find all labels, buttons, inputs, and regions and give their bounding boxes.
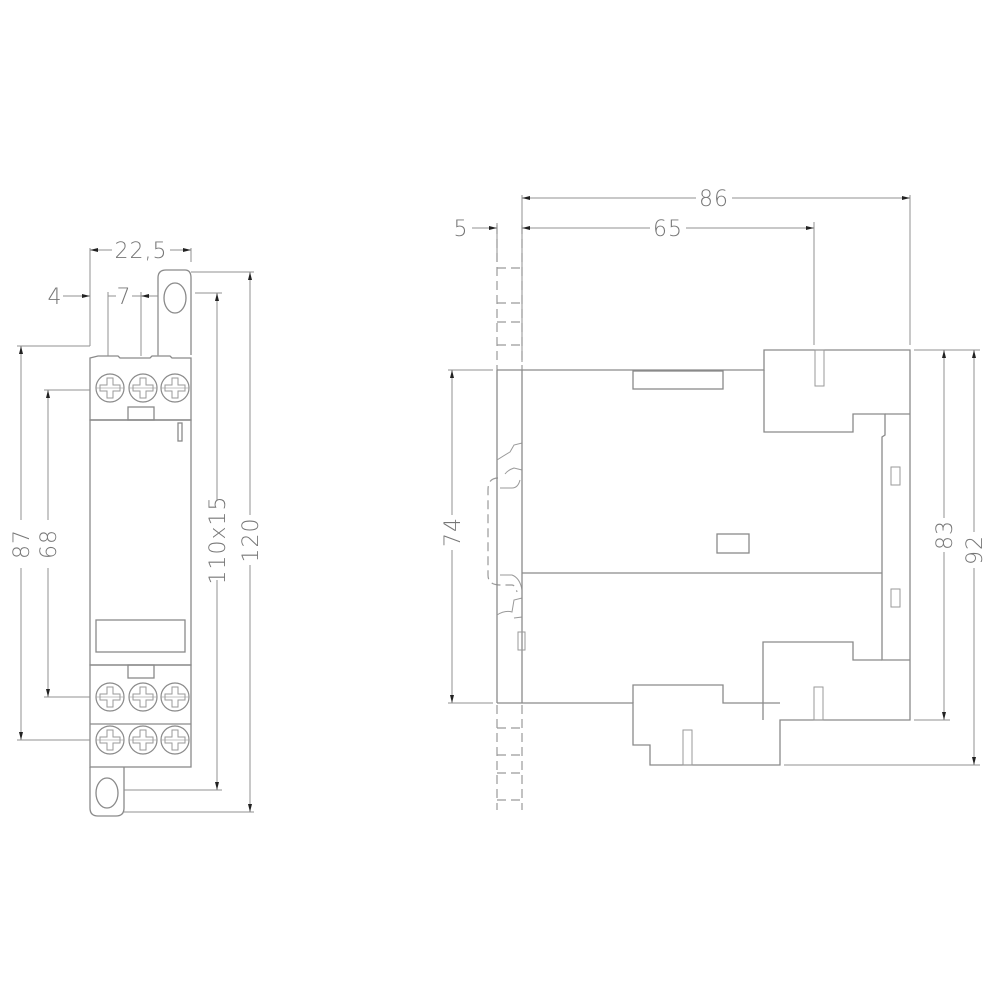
rail-clip-top [496, 442, 523, 475]
bottom-terminal-step [632, 684, 780, 704]
dim-depth-65: 65 [653, 217, 683, 242]
dim-height-68: 68 [37, 529, 62, 559]
rail-clip-bottom [496, 597, 523, 619]
dim-height-92: 92 [963, 535, 988, 565]
dim-rail-offset: 5 [454, 217, 469, 242]
dim-width-total: 22,5 [115, 239, 168, 264]
lower-terminal-step [762, 641, 882, 720]
screw-icon [160, 373, 190, 403]
bottom-latch [127, 664, 155, 679]
top-mounting-tab [157, 269, 192, 355]
side-view: 86 5 65 74 83 92 [441, 187, 988, 810]
side-slot-upper [890, 466, 901, 486]
housing-outline [522, 349, 911, 766]
dim-depth-total: 86 [699, 187, 729, 212]
top-latch [127, 406, 155, 421]
screw-icon [160, 682, 190, 712]
top-label-recess [632, 370, 724, 390]
screw-icon [95, 725, 125, 755]
dim-height-83: 83 [933, 520, 958, 550]
top-mounting-hole [163, 282, 187, 314]
led-indicator [177, 422, 183, 442]
top-terminal-block [89, 355, 192, 421]
lower-terminal-slot [813, 686, 824, 721]
screw-icon [128, 725, 158, 755]
screw-icon [160, 725, 190, 755]
dim-mounting-holes: 110x15 [206, 495, 231, 584]
dim-height-total: 120 [239, 518, 264, 563]
screw-icon [95, 373, 125, 403]
label-window [95, 619, 186, 653]
dim-offset-left: 4 [48, 285, 63, 310]
relay-body [89, 419, 192, 666]
front-slot [517, 631, 526, 651]
screw-icon [95, 682, 125, 712]
dim-terminal-pitch: 7 [117, 285, 132, 310]
screw-icon [128, 682, 158, 712]
dim-height-87: 87 [10, 529, 35, 559]
bottom-mounting-tab [89, 767, 125, 817]
dim-height-74: 74 [441, 517, 466, 547]
side-slot-lower [890, 588, 901, 608]
bottom-terminal-block [89, 664, 192, 768]
screw-icon [128, 373, 158, 403]
upper-terminal-slot [814, 349, 825, 387]
bottom-terminal-slot [682, 729, 693, 766]
front-view: 22,5 4 7 87 68 110x15 120 [10, 239, 264, 817]
din-rail [487, 225, 523, 810]
center-window [716, 533, 750, 554]
bottom-mounting-hole [95, 777, 119, 809]
